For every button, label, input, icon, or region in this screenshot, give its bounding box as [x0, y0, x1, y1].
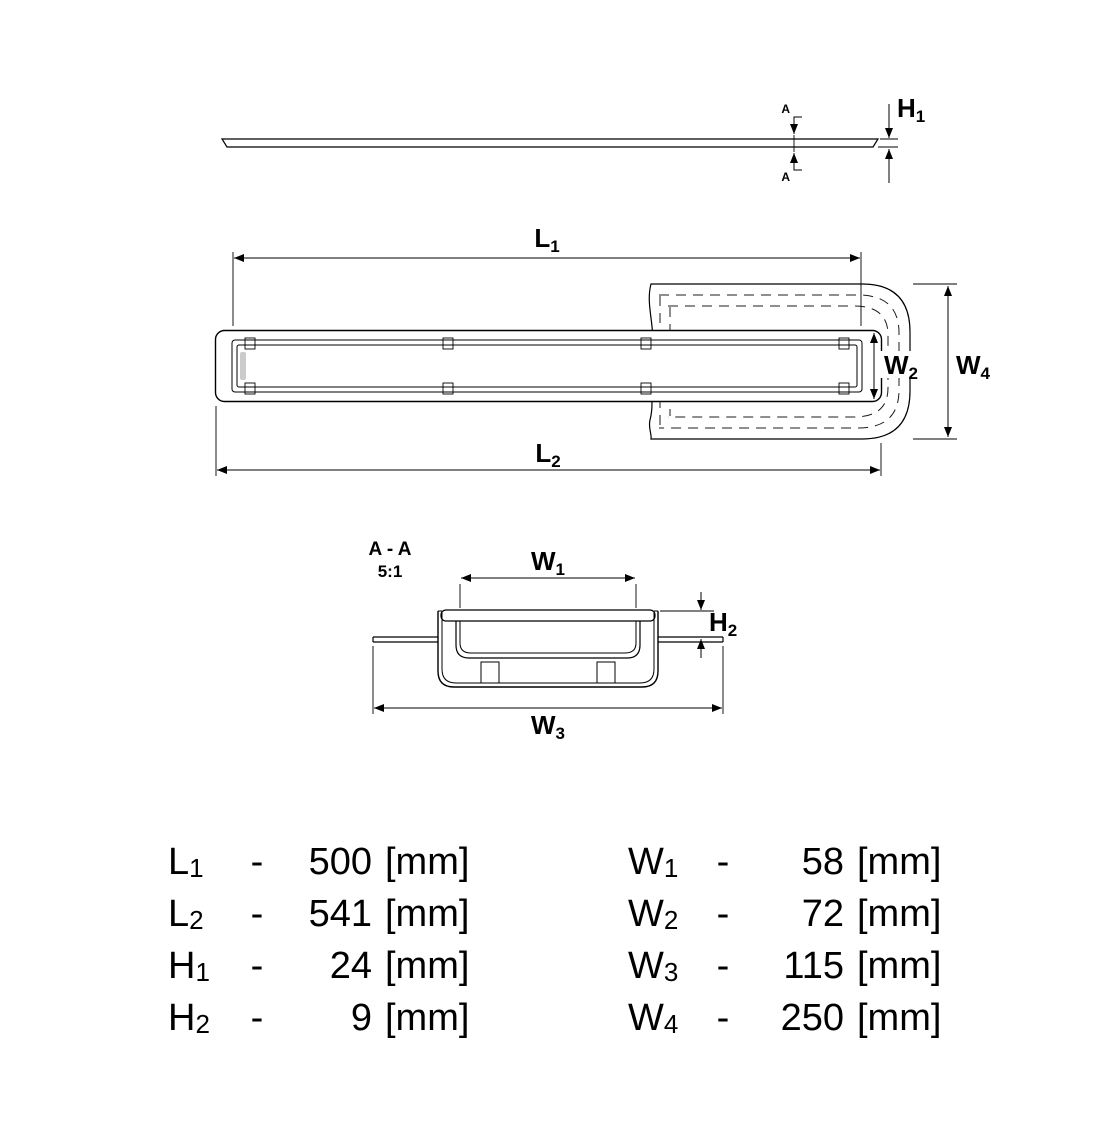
dim-l2: L2 — [215, 406, 882, 476]
tile-tray — [455, 621, 641, 659]
support-bracket-right — [596, 661, 616, 684]
section-cut-markers: A A — [781, 102, 802, 184]
dim-w3: W3 — [372, 646, 724, 743]
dim-value: 541 — [308, 893, 372, 935]
dim-separator: - — [250, 841, 264, 883]
dim-separator: - — [250, 997, 264, 1039]
dim-h2: H2 — [660, 592, 737, 658]
dim-name: H2 — [168, 997, 210, 1039]
dim-value: 115 — [783, 945, 844, 987]
dim-name: W3 — [628, 945, 679, 987]
dim-h1: H1 — [878, 93, 925, 183]
dim-w4: W4 — [913, 283, 991, 440]
dim-label-w3: W3 — [531, 710, 565, 743]
dim-label-w2: W2 — [884, 350, 918, 383]
side-view: H1 A A — [220, 93, 925, 184]
dim-unit: [mm] — [385, 997, 470, 1039]
dimension-row-h1: H1 - 24 [mm] — [168, 940, 469, 992]
dim-label-w1: W1 — [531, 546, 565, 579]
dimension-table: L1 - 500 [mm] L2 - 541 [mm] H1 - 24 [mm]… — [0, 836, 1100, 1056]
section-scale: 5:1 — [378, 562, 403, 581]
section-marker-a-top: A — [781, 102, 790, 116]
fixing-clips — [244, 337, 850, 395]
dim-unit: [mm] — [385, 893, 470, 935]
dim-unit: [mm] — [385, 841, 470, 883]
dimension-row-w2: W2 - 72 [mm] — [628, 888, 941, 940]
dim-name: W1 — [628, 841, 679, 883]
drain-side-profile — [220, 138, 880, 148]
dim-value: 72 — [801, 893, 844, 935]
dim-label-l1: L1 — [534, 223, 559, 256]
dim-label-l2: L2 — [535, 438, 560, 471]
dimension-column-left: L1 - 500 [mm] L2 - 541 [mm] H1 - 24 [mm]… — [168, 836, 469, 1044]
dim-name: L2 — [168, 893, 204, 935]
dim-w1: W1 — [459, 546, 637, 608]
dimension-row-l1: L1 - 500 [mm] — [168, 836, 469, 888]
dim-label-h1: H1 — [897, 93, 925, 126]
dim-name: W2 — [628, 893, 679, 935]
brand-mark — [240, 352, 246, 380]
dimension-row-l2: L2 - 541 [mm] — [168, 888, 469, 940]
dim-separator: - — [716, 893, 730, 935]
dim-value: 9 — [350, 997, 372, 1039]
technical-drawing: H1 A A — [214, 93, 991, 743]
dimension-column-right: W1 - 58 [mm] W2 - 72 [mm] W3 - 115 [mm] … — [628, 836, 941, 1044]
dimension-row-w1: W1 - 58 [mm] — [628, 836, 941, 888]
dimension-row-w4: W4 - 250 [mm] — [628, 992, 941, 1044]
section-title: A - A — [369, 539, 412, 560]
dim-value: 500 — [308, 841, 372, 883]
support-bracket-left — [480, 661, 500, 684]
dim-name: W4 — [628, 997, 679, 1039]
dim-separator: - — [250, 945, 264, 987]
dim-unit: [mm] — [857, 945, 942, 987]
dim-unit: [mm] — [385, 945, 470, 987]
dim-unit: [mm] — [857, 841, 942, 883]
dim-separator: - — [250, 893, 264, 935]
dim-w2: W2 — [870, 333, 918, 399]
dim-l1: L1 — [232, 223, 862, 326]
top-view: L1 L2 W2 W4 — [214, 223, 991, 476]
dimension-row-w3: W3 - 115 [mm] — [628, 940, 941, 992]
dimension-row-h2: H2 - 9 [mm] — [168, 992, 469, 1044]
dim-name: H1 — [168, 945, 210, 987]
grate-frame — [231, 339, 863, 393]
grate-frame-section — [440, 609, 656, 622]
dim-separator: - — [716, 945, 730, 987]
dim-separator: - — [716, 841, 730, 883]
mounting-flanges — [372, 636, 724, 643]
dim-unit: [mm] — [857, 893, 942, 935]
dim-name: L1 — [168, 841, 204, 883]
dim-label-w4: W4 — [956, 350, 991, 383]
channel-body — [214, 329, 883, 403]
section-marker-a-bottom: A — [781, 170, 790, 184]
dim-value: 250 — [780, 997, 844, 1039]
section-view: A - A 5:1 W1 — [369, 539, 738, 743]
dim-unit: [mm] — [857, 997, 942, 1039]
section-profile — [372, 609, 724, 688]
grate-insert — [236, 344, 858, 388]
dim-label-h2: H2 — [709, 607, 737, 640]
dim-separator: - — [716, 997, 730, 1039]
dim-value: 24 — [329, 945, 372, 987]
dim-value: 58 — [801, 841, 844, 883]
